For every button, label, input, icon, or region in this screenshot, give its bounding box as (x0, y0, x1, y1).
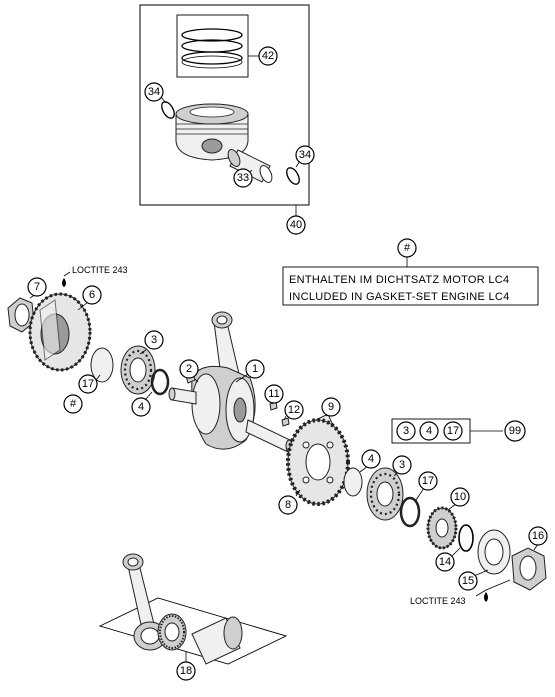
right-washer (477, 529, 511, 575)
svg-text:#: # (404, 242, 411, 254)
svg-text:3: 3 (151, 334, 157, 346)
svg-text:17: 17 (82, 378, 94, 390)
callout-4-right: 4 (361, 449, 381, 469)
callout-4-left: 4 (131, 397, 151, 417)
right-shim (343, 467, 363, 497)
loctite-drop-top (62, 278, 66, 287)
piston (175, 103, 249, 161)
callout-7: 7 (27, 277, 47, 297)
kit-callout-4: 4 (419, 421, 439, 441)
loctite-label-bottom: LOCTITE 243 (410, 596, 466, 606)
callout-note-symbol: # (397, 238, 417, 258)
left-bearing (120, 345, 156, 395)
svg-text:34: 34 (148, 86, 160, 98)
right-circlip (458, 524, 474, 552)
primary-gear (286, 418, 350, 506)
piston-pin (227, 149, 273, 183)
right-nut (511, 547, 547, 591)
svg-text:99: 99 (509, 425, 521, 437)
svg-text:14: 14 (439, 556, 451, 568)
svg-text:8: 8 (285, 499, 291, 511)
right-parts (286, 413, 547, 602)
circlip-right (286, 167, 300, 185)
balancer-gear (28, 292, 92, 372)
callout-3-right: 3 (392, 455, 412, 475)
svg-text:2: 2 (186, 363, 192, 375)
svg-text:11: 11 (268, 388, 279, 400)
circlip-left (161, 101, 175, 119)
callout-16: 16 (528, 526, 548, 546)
callout-42: 42 (258, 46, 278, 66)
svg-text:16: 16 (532, 530, 544, 542)
callout-18: 18 (176, 661, 196, 681)
svg-text:9: 9 (328, 401, 334, 413)
callout-2: 2 (179, 359, 199, 379)
piston-rings (181, 28, 243, 69)
svg-text:17: 17 (422, 475, 434, 487)
callout-6: 6 (82, 285, 102, 305)
piston-rings-frame (176, 14, 249, 78)
callout-1: 1 (245, 359, 265, 379)
svg-text:42: 42 (262, 50, 274, 62)
callout-17-right: 17 (418, 471, 438, 491)
callout-3-left: 3 (144, 330, 164, 350)
woodruff-key-12 (281, 417, 290, 427)
crankshaft-assembly (168, 311, 293, 453)
svg-text:12: 12 (288, 404, 300, 416)
needle-bearing (157, 613, 187, 651)
conrod-kit-platform (98, 597, 288, 665)
svg-text:10: 10 (454, 491, 466, 503)
left-shim (90, 347, 114, 383)
svg-text:18: 18 (180, 665, 192, 677)
conrod-kit (98, 553, 288, 665)
callout-15: 15 (458, 571, 478, 591)
svg-text:4: 4 (368, 453, 374, 465)
callout-8: 8 (278, 495, 298, 515)
svg-text:1: 1 (252, 363, 258, 375)
loctite-label-top: LOCTITE 243 (72, 265, 128, 275)
svg-text:3: 3 (403, 425, 409, 437)
callout-34-top: 34 (144, 82, 164, 102)
kit-callout-99: 99 (504, 420, 526, 442)
svg-text:34: 34 (299, 149, 311, 161)
svg-text:17: 17 (447, 425, 459, 437)
callout-14: 14 (435, 552, 455, 572)
callout-17-left: 17 (78, 374, 98, 394)
callout-11: 11 (264, 384, 284, 404)
callout-40: 40 (286, 215, 306, 235)
svg-text:6: 6 (89, 289, 95, 301)
svg-text:4: 4 (426, 425, 432, 437)
callout-34-right: 34 (295, 145, 315, 165)
svg-text:4: 4 (138, 401, 144, 413)
callout-33: 33 (233, 168, 253, 188)
svg-text:7: 7 (34, 281, 40, 293)
left-ring (150, 368, 170, 396)
piston-group (139, 4, 310, 216)
note-line-2: INCLUDED IN GASKET-SET ENGINE LC4 (289, 291, 510, 303)
kit-callout-3: 3 (396, 421, 416, 441)
callout-9: 9 (321, 397, 341, 417)
piston-group-frame (139, 4, 310, 206)
crank-pin (191, 616, 243, 665)
right-bearing (366, 467, 404, 521)
svg-text:3: 3 (399, 459, 405, 471)
note-line-1: ENTHALTEN IM DICHTSATZ MOTOR LC4 (289, 274, 509, 286)
svg-text:#: # (70, 398, 77, 410)
gasket-note-frame (282, 266, 539, 306)
timing-sprocket (426, 506, 458, 550)
gasket-note: ENTHALTEN IM DICHTSATZ MOTOR LC4 INCLUDE… (282, 257, 539, 306)
svg-text:40: 40 (290, 219, 302, 231)
callout-10: 10 (450, 487, 470, 507)
svg-text:15: 15 (462, 575, 474, 587)
left-parts (7, 271, 170, 401)
callout-hash-left: # (63, 394, 83, 414)
loctite-drop-bottom (484, 592, 488, 602)
kit-callout-17: 17 (443, 421, 463, 441)
right-ring (399, 496, 421, 528)
svg-text:33: 33 (237, 172, 249, 184)
callout-12: 12 (284, 400, 304, 420)
